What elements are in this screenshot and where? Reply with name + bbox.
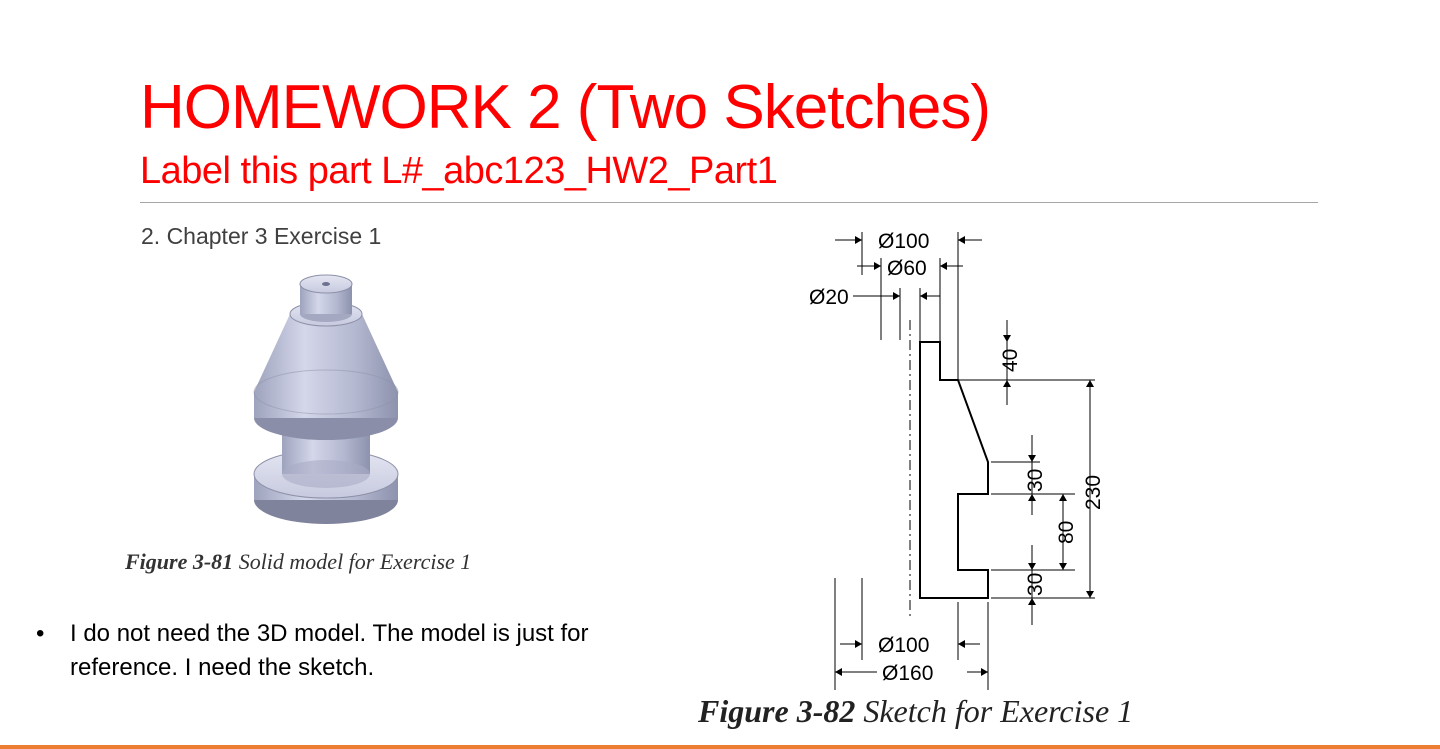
- dim-diameter-100-top: Ø100: [878, 230, 929, 253]
- dim-height-30-lower: 30: [1024, 573, 1047, 596]
- caption-figure-number: Figure 3-81: [125, 549, 234, 574]
- dim-height-80: 80: [1055, 521, 1078, 544]
- dim-diameter-100-bottom: Ø100: [878, 634, 929, 657]
- exercise-label: 2. Chapter 3 Exercise 1: [141, 223, 382, 249]
- solid-model-caption: Figure 3-81 Solid model for Exercise 1: [125, 549, 471, 575]
- bullet-text: I do not need the 3D model. The model is…: [70, 620, 589, 681]
- dim-diameter-20: Ø20: [809, 286, 849, 309]
- slide-title: HOMEWORK 2 (Two Sketches): [140, 73, 991, 142]
- sketch-drawing: Ø100 Ø60 Ø20 40 30 30 80 230 Ø100 Ø160: [809, 230, 1105, 690]
- sketch-caption: Figure 3-82 Sketch for Exercise 1: [698, 693, 1133, 730]
- caption-description: Solid model for Exercise 1: [233, 549, 472, 574]
- sketch-profile: [919, 341, 989, 599]
- dim-height-30-upper: 30: [1024, 469, 1047, 492]
- dim-height-230: 230: [1082, 475, 1105, 510]
- sketch-caption-description: Sketch for Exercise 1: [855, 693, 1134, 729]
- dim-diameter-160: Ø160: [882, 662, 933, 685]
- solid-model-image: [253, 274, 399, 524]
- dim-diameter-60: Ø60: [887, 257, 927, 280]
- sketch-caption-figure-number: Figure 3-82: [698, 693, 856, 729]
- dim-height-40: 40: [999, 349, 1022, 372]
- slide-bottom-bar: [0, 745, 1440, 749]
- bullet-dot-icon: •: [36, 620, 45, 647]
- title-divider: [140, 202, 1318, 203]
- slide-subtitle: Label this part L#_abc123_HW2_Part1: [140, 150, 778, 192]
